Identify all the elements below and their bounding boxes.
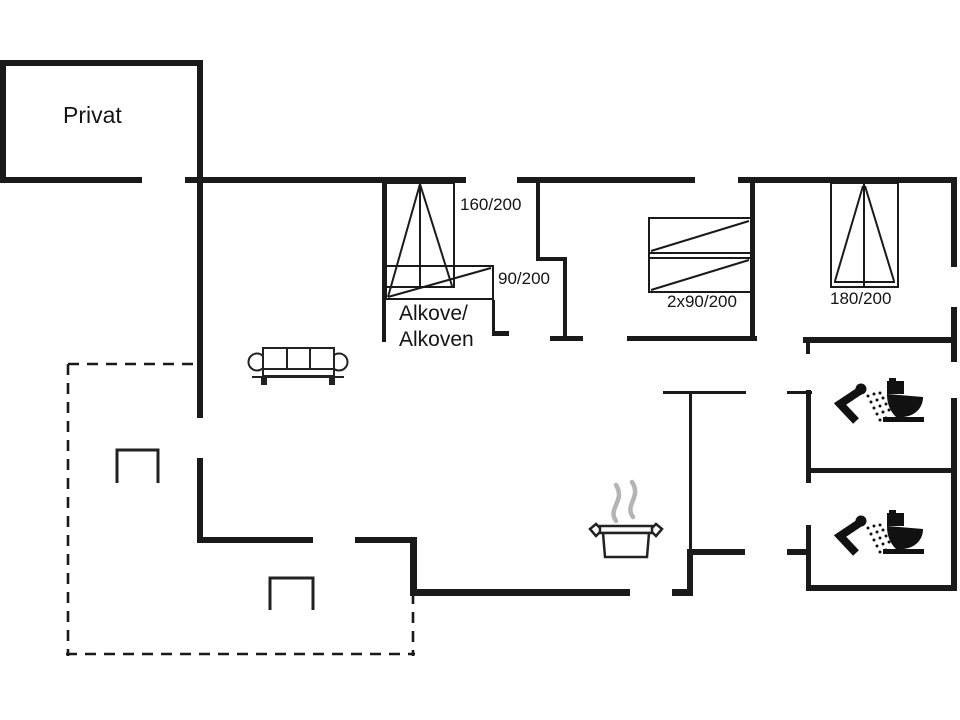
bed-alcove-90-icon: [385, 265, 494, 300]
bed-alcove-160-icon: [385, 182, 455, 298]
wall-segment: [197, 183, 203, 418]
wall-segment: [738, 177, 957, 183]
wall-segment: [492, 300, 495, 334]
shower-icon: [833, 515, 891, 556]
walls: [0, 60, 957, 596]
wall-segment: [550, 336, 583, 341]
wall-segment: [787, 549, 811, 555]
toilet-icon: [883, 378, 924, 422]
bathroom2-icons: [833, 510, 924, 556]
wall-segment: [687, 549, 693, 596]
bed-size-label-90: 90/200: [498, 269, 550, 288]
wall-segment: [185, 177, 466, 183]
shower-icon: [833, 383, 891, 424]
alcove-label-line2: Alkoven: [399, 328, 474, 351]
wall-segment: [197, 458, 203, 543]
wall-segment: [0, 60, 203, 66]
toilet-icon: [883, 510, 924, 554]
wall-segment: [410, 589, 630, 596]
wall-segment: [627, 336, 757, 341]
chair-icon: [268, 576, 315, 610]
wall-segment: [517, 177, 695, 183]
wall-segment: [806, 337, 810, 354]
wall-segment: [951, 307, 957, 362]
wall-segment: [663, 391, 746, 394]
wall-segment: [806, 468, 957, 473]
bed-size-label-bunk: 2x90/200: [667, 292, 737, 311]
wall-segment: [672, 589, 693, 596]
bed-bunk-icon: [648, 217, 752, 293]
bed-size-label-180: 180/200: [830, 289, 892, 308]
wall-segment: [803, 337, 957, 343]
cooking-pot-icon: [588, 522, 664, 559]
wall-segment: [382, 180, 386, 342]
wall-segment: [687, 549, 745, 555]
wall-segment: [806, 390, 811, 483]
wall-segment: [0, 177, 142, 183]
wall-segment: [197, 537, 313, 543]
wall-segment: [689, 391, 692, 551]
alcove-label-line1: Alkove/: [399, 302, 468, 325]
wall-segment: [536, 180, 540, 261]
wall-segment: [0, 60, 6, 183]
wall-segment: [806, 585, 957, 591]
wall-segment: [355, 537, 416, 543]
wall-segment: [410, 537, 417, 595]
wall-segment: [806, 525, 811, 591]
wall-segment: [750, 180, 755, 341]
wall-segment: [951, 177, 957, 267]
bed-double-180-icon: [830, 182, 899, 288]
bed-size-label-160: 160/200: [460, 195, 522, 214]
private-room-label: Privat: [63, 102, 122, 128]
wall-segment: [787, 391, 812, 394]
wall-segment: [563, 257, 567, 340]
wall-segment: [536, 257, 567, 261]
terrace-outline: [66, 362, 415, 656]
wall-segment: [951, 398, 957, 591]
sofa-icon: [247, 347, 349, 385]
steam-icon: [611, 479, 638, 524]
chair-icon: [115, 448, 160, 483]
wall-segment: [197, 60, 203, 183]
wall-segment: [492, 331, 509, 336]
